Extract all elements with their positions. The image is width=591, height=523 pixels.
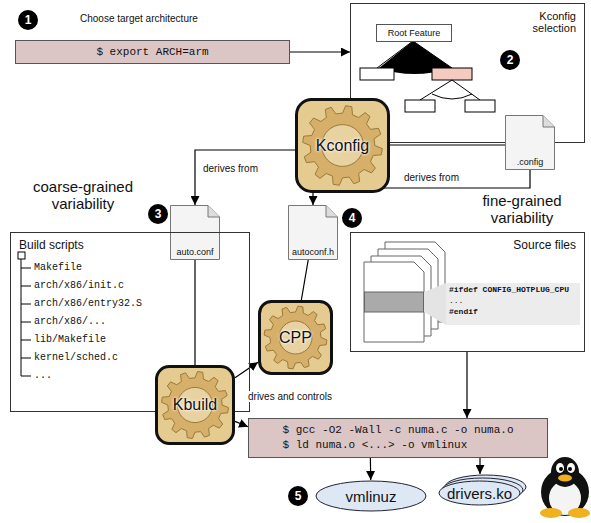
file-name: Makefile: [34, 262, 82, 273]
command-box: $ gcc -O2 -Wall -c numa.c -o numa.o$ ld …: [248, 418, 548, 458]
node-text: Kbuild: [173, 396, 217, 414]
gear-hub: [279, 321, 312, 354]
node-text: Build scripts: [19, 238, 84, 252]
file-name: arch/x86/init.c: [34, 280, 124, 291]
gear-frame: [260, 302, 332, 374]
connector: [235, 421, 248, 426]
node-text: $ ld numa.o <...> -o vmlinux: [282, 438, 513, 453]
code-line: #ifdef CONFIG_HOTPLUG_CPU: [449, 285, 569, 294]
tree-root: [18, 252, 25, 259]
text-block: $ export ARCH=arm: [96, 46, 208, 58]
header-file: autoconf.h: [288, 205, 338, 260]
output-ellipse: drivers.ko: [432, 474, 527, 512]
connector: [370, 458, 372, 480]
tool-gear: Kconfig: [295, 98, 390, 193]
text-block: Source files: [513, 238, 576, 252]
file-fold: [543, 116, 555, 128]
callout-number: 1: [18, 10, 38, 30]
section-heading: fine-grained variability: [462, 192, 582, 226]
gear-frame: [157, 367, 234, 444]
node-text: .config: [517, 157, 544, 167]
connector: [466, 352, 467, 418]
gear-icon: [303, 106, 383, 186]
output-ellipse: vmlinuz: [315, 480, 427, 512]
source-pages: [364, 242, 445, 342]
code-zoom: [446, 283, 580, 325]
command-box: $ export ARCH=arm: [15, 40, 290, 64]
text-block: .config: [517, 157, 544, 170]
text-block: Kbuild: [173, 396, 217, 414]
node-text: auto.conf: [176, 247, 213, 257]
code-block: [365, 292, 424, 312]
node-text: Source files: [513, 238, 576, 252]
config-file: .config: [505, 115, 555, 170]
text-block: Root Feature: [388, 28, 441, 38]
file-name: ...: [34, 370, 52, 381]
text-block: drivers.ko: [447, 485, 512, 502]
code-line: ...: [449, 296, 463, 305]
gear-icon: [264, 306, 327, 369]
ellipse-outline: [439, 481, 520, 505]
file-tree: [21, 259, 31, 376]
file-name: kernel/sched.c: [34, 352, 118, 363]
tree-line: [377, 41, 413, 68]
gear-frame: [297, 100, 389, 192]
file-name: lib/Makefile: [34, 334, 106, 345]
feature-box: Root Feature: [376, 24, 452, 42]
connector: [390, 144, 505, 145]
edge-label: derives from: [402, 172, 461, 183]
connector: [301, 260, 308, 300]
callout-number: 3: [148, 204, 168, 224]
connector: [290, 51, 350, 52]
callout-number: 5: [288, 486, 308, 506]
feature-box: [465, 100, 495, 112]
connector: [235, 362, 258, 378]
connector: [194, 260, 195, 365]
text-block: Kconfig selection: [512, 10, 576, 34]
zoom-wedge: [424, 283, 446, 325]
ellipse-outline: [316, 481, 426, 511]
file-fold: [208, 206, 220, 218]
or-arc: [432, 94, 472, 99]
tool-gear: Kbuild: [155, 365, 235, 445]
feature-box: [405, 100, 435, 112]
edge-label: derives from: [201, 163, 260, 174]
tree-line: [420, 80, 480, 100]
code-line: #endif: [449, 307, 478, 316]
connector: [195, 150, 295, 205]
node-text: vmlinuz: [346, 488, 397, 505]
tree-line: [413, 41, 452, 68]
file-name: arch/x86/entry32.S: [34, 298, 142, 309]
tux-penguin: [540, 457, 590, 518]
section-heading: coarse-grained variability: [18, 178, 148, 212]
node-text: Kconfig: [316, 137, 369, 155]
node-text: $ export ARCH=arm: [96, 46, 208, 58]
node-text: Root Feature: [388, 28, 441, 38]
text-block: vmlinuz: [346, 488, 397, 505]
file-fold: [326, 206, 338, 218]
text-block: CPP: [279, 329, 312, 347]
step-note: Choose target architecture: [80, 13, 198, 24]
node-text: drivers.ko: [447, 485, 512, 502]
text-block: autoconf.h: [292, 247, 334, 260]
node-text: CPP: [279, 329, 312, 347]
node-text: Kconfig selection: [512, 10, 576, 34]
file-icon: [506, 116, 555, 170]
feature-box: [432, 68, 472, 80]
text-block: Kconfig: [316, 137, 369, 155]
connector: [479, 458, 480, 474]
callout-number: 2: [500, 50, 520, 70]
text-block: auto.conf: [176, 247, 213, 260]
gear-icon: [162, 372, 229, 439]
callout-number: 4: [342, 208, 362, 228]
node-text: autoconf.h: [292, 247, 334, 257]
text-block: Build scripts: [19, 238, 84, 252]
file-name: arch/x86/...: [34, 316, 106, 327]
feature-box: [360, 68, 394, 80]
tool-gear: CPP: [258, 300, 333, 375]
edge-label: drives and controls: [246, 391, 334, 402]
node-text: $ gcc -O2 -Wall -c numa.c -o numa.o: [282, 423, 513, 438]
text-block: $ gcc -O2 -Wall -c numa.c -o numa.o$ ld …: [282, 423, 513, 453]
file-icon: [289, 206, 338, 260]
